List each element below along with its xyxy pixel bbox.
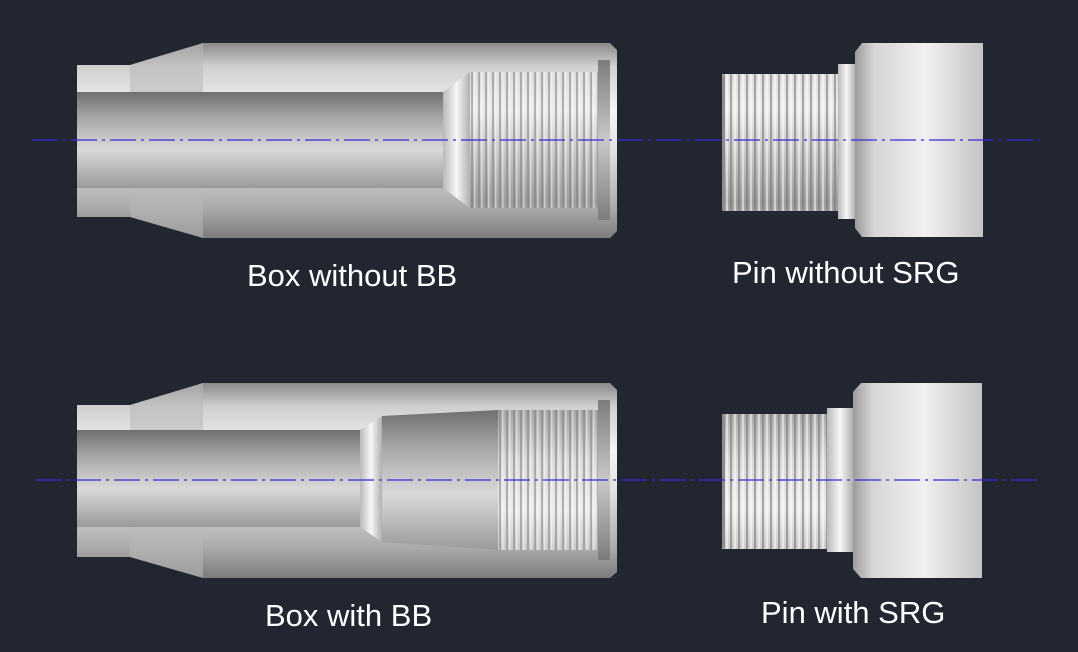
pin-thread: [722, 414, 827, 549]
box-bore-chamfer: [443, 72, 470, 208]
box-bore: [77, 430, 360, 527]
caption-pin-without-srg: Pin without SRG: [732, 255, 960, 290]
pin-head: [855, 43, 983, 237]
pin-thread: [722, 74, 838, 211]
pin-thread-chamfer: [722, 414, 725, 549]
pin-neck: [838, 64, 855, 219]
box-bore-chamfer: [360, 416, 382, 542]
caption-box-without-bb: Box without BB: [247, 258, 458, 293]
caption-pin-with-srg: Pin with SRG: [761, 595, 946, 630]
pin-without-srg: [722, 43, 983, 237]
pin-thread-chamfer: [722, 74, 725, 211]
caption-box-with-bb: Box with BB: [265, 598, 433, 633]
